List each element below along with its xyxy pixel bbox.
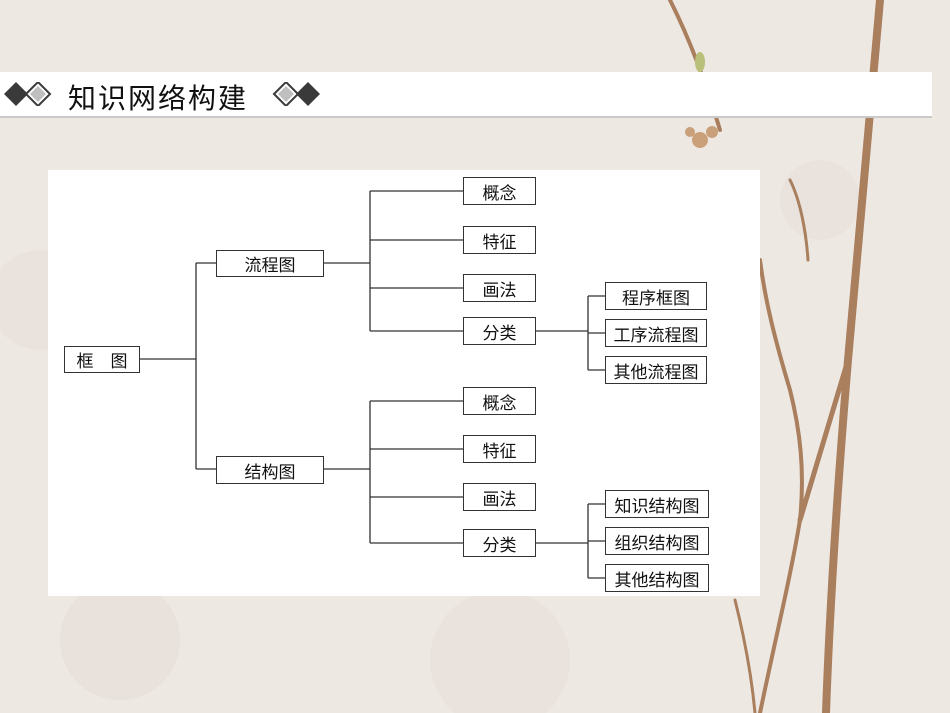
node-flowchart-classification: 分类 bbox=[463, 317, 536, 345]
node-flowchart-concept: 概念 bbox=[463, 177, 536, 205]
section-header: 知识网络构建 bbox=[0, 72, 932, 118]
node-structure-concept: 概念 bbox=[463, 387, 536, 415]
node-flowchart-type: 程序框图 bbox=[605, 282, 707, 310]
node-structure-type: 其他结构图 bbox=[605, 564, 709, 592]
double-diamond-icon bbox=[4, 82, 52, 106]
knowledge-tree-diagram: 框 图 流程图 结构图 概念 特征 画法 分类 程序框图 工序流程图 其他流程图… bbox=[48, 170, 760, 596]
node-flowchart-type: 其他流程图 bbox=[605, 356, 707, 384]
node-structure-drawing: 画法 bbox=[463, 483, 536, 511]
node-flowchart-drawing: 画法 bbox=[463, 274, 536, 302]
node-structure-feature: 特征 bbox=[463, 435, 536, 463]
node-structure-chart: 结构图 bbox=[216, 456, 324, 484]
root-node-framework: 框 图 bbox=[64, 346, 140, 373]
node-flowchart-feature: 特征 bbox=[463, 226, 536, 254]
node-flowchart-type: 工序流程图 bbox=[605, 319, 707, 347]
node-flowchart: 流程图 bbox=[216, 250, 324, 277]
node-structure-type: 组织结构图 bbox=[605, 527, 709, 555]
connector-lines bbox=[140, 190, 605, 579]
node-structure-type: 知识结构图 bbox=[605, 490, 709, 518]
node-structure-classification: 分类 bbox=[463, 529, 536, 557]
double-diamond-icon bbox=[272, 82, 320, 106]
page-title: 知识网络构建 bbox=[68, 82, 249, 115]
